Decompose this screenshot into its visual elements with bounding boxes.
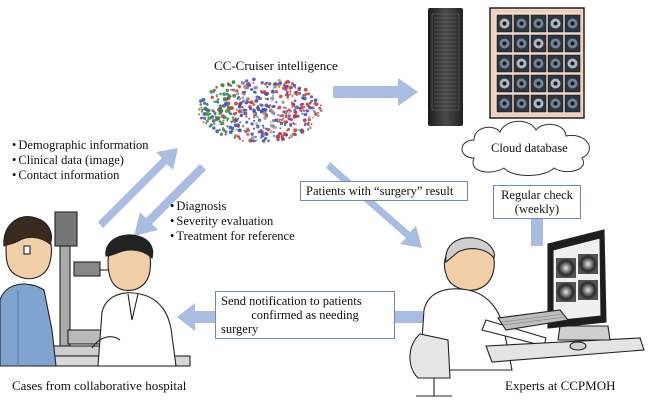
server-icon [428,8,463,126]
notification-line: confirmed as needing [251,308,359,322]
cc-cruiser-title: CC-Cruiser intelligence [214,58,338,73]
notification-line: surgery [221,322,259,336]
expert-icon [409,237,547,397]
surgery-result-box: Patients with “surgery” result [300,181,468,201]
ai-output-list: Diagnosis Severity evaluation Treatment … [170,199,295,244]
hospital-caption: Cases from collaborative hospital [12,378,187,393]
patient-icon [0,216,57,367]
doctor-icon [91,234,177,367]
computer-icon [485,229,645,363]
input-data-item: Clinical data (image) [12,153,149,168]
ai-network-icon [198,77,323,143]
regular-check-line: (weekly) [514,202,560,216]
arrow-to-ai-from-hospital [98,148,178,228]
input-data-item: Contact information [12,168,149,183]
ai-output-item: Diagnosis [170,199,295,214]
notification-line: Send notification to patients [221,294,362,308]
arrow-to-server [333,78,418,106]
input-data-list: Demographic information Clinical data (i… [12,138,149,183]
monitor-icon [489,7,585,119]
regular-check-box: Regular check (weekly) [493,185,581,219]
regular-check-line: Regular check [501,188,573,202]
ai-output-item: Treatment for reference [170,229,294,244]
arrow-to-experts [326,162,422,248]
cloud-icon [461,120,590,176]
cloud-database-label: Cloud database [491,141,568,155]
experts-caption: Experts at CCPMOH [505,378,616,393]
input-data-item: Demographic information [12,138,148,153]
ai-output-item: Severity evaluation [170,214,295,229]
notification-box: Send notification to patients confirmed … [215,291,395,339]
